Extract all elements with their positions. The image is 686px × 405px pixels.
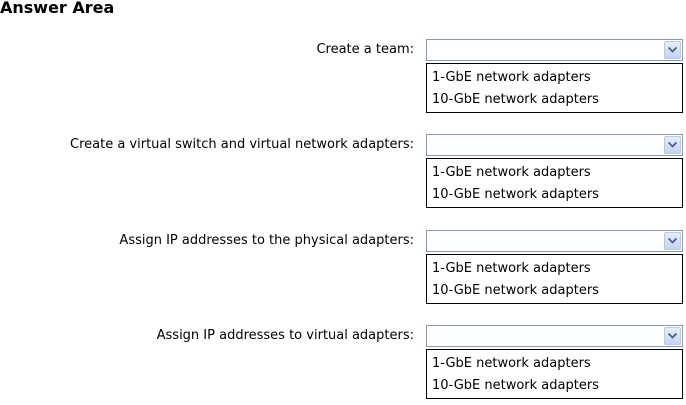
answer-dropdown[interactable] (426, 39, 683, 61)
option-10gbe[interactable]: 10-GbE network adapters (432, 378, 599, 393)
option-1gbe[interactable]: 1-GbE network adapters (432, 70, 591, 85)
answer-dropdown[interactable] (426, 134, 683, 156)
question-label: Assign IP addresses to the physical adap… (119, 233, 414, 248)
question-row-create-team: Create a team: 1-GbE network adapters 10… (0, 39, 686, 119)
option-1gbe[interactable]: 1-GbE network adapters (432, 165, 591, 180)
answer-area-title: Answer Area (0, 0, 115, 17)
question-label: Assign IP addresses to virtual adapters: (156, 328, 414, 343)
option-10gbe[interactable]: 10-GbE network adapters (432, 283, 599, 298)
option-10gbe[interactable]: 10-GbE network adapters (432, 92, 599, 107)
chevron-down-icon[interactable] (664, 232, 681, 250)
dropdown-options-list: 1-GbE network adapters 10-GbE network ad… (426, 158, 683, 208)
option-10gbe[interactable]: 10-GbE network adapters (432, 187, 599, 202)
dropdown-options-list: 1-GbE network adapters 10-GbE network ad… (426, 349, 683, 399)
answer-dropdown[interactable] (426, 230, 683, 252)
question-label: Create a virtual switch and virtual netw… (70, 137, 414, 152)
question-label: Create a team: (316, 42, 414, 57)
question-row-assign-ip-virtual: Assign IP addresses to virtual adapters:… (0, 325, 686, 405)
answer-dropdown[interactable] (426, 325, 683, 347)
option-1gbe[interactable]: 1-GbE network adapters (432, 356, 591, 371)
dropdown-options-list: 1-GbE network adapters 10-GbE network ad… (426, 254, 683, 304)
chevron-down-icon[interactable] (664, 136, 681, 154)
question-row-assign-ip-physical: Assign IP addresses to the physical adap… (0, 230, 686, 310)
question-row-create-virtual-switch: Create a virtual switch and virtual netw… (0, 134, 686, 214)
chevron-down-icon[interactable] (664, 41, 681, 59)
chevron-down-icon[interactable] (664, 327, 681, 345)
option-1gbe[interactable]: 1-GbE network adapters (432, 261, 591, 276)
dropdown-options-list: 1-GbE network adapters 10-GbE network ad… (426, 63, 683, 113)
